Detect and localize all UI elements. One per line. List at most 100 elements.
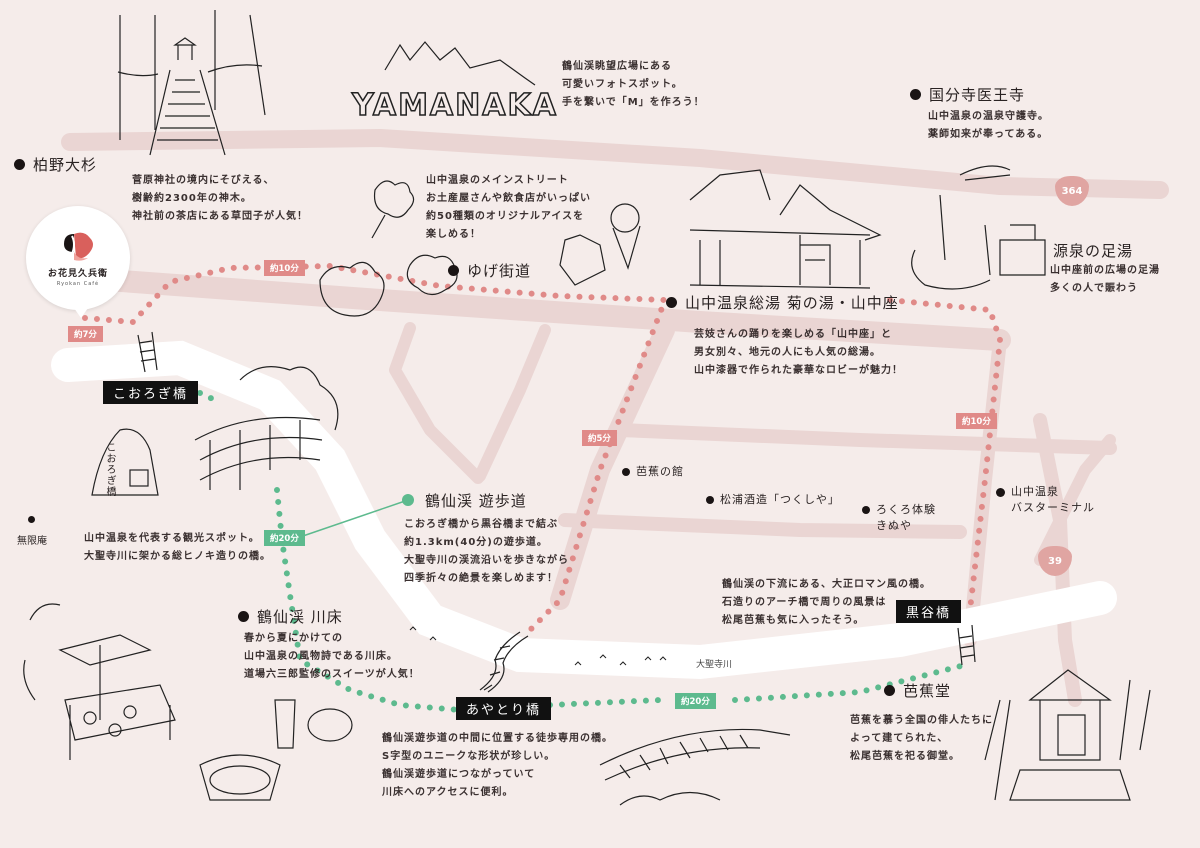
time-label-7min: 約7分 [68, 326, 103, 342]
kurotani-bridge-label[interactable]: 黒谷橋 [896, 600, 962, 623]
bashodo-illustration [984, 669, 1151, 801]
spot-marker [448, 265, 459, 276]
spot-kawadoko[interactable]: 鶴仙渓 川床 [238, 606, 343, 627]
desc-line: お土産屋さんや飲食店がいっぱい [426, 193, 591, 204]
shrine-stairs-illustration [117, 10, 266, 156]
spot-title: 山中温泉総湯 菊の湯・山中座 [685, 294, 899, 312]
green-route-path-upper [197, 390, 218, 403]
logo-name: お花見久兵衛 [47, 268, 108, 279]
route-364-number: 364 [1061, 185, 1083, 197]
illustrations [23, 10, 1151, 806]
korogi-bridge-label[interactable]: こおろぎ橋 [103, 381, 199, 404]
spot-bus-terminal[interactable]: 山中温泉 バスターミナル [996, 484, 1095, 516]
spot-rokuro[interactable]: ろくろ体験 きぬや [862, 502, 936, 534]
desc-line: よって建てられた、 [850, 733, 949, 744]
spot-title: 松浦酒造「つくしや」 [720, 493, 840, 506]
river-birds [409, 626, 667, 666]
kurotani-arch-illustration [599, 728, 791, 806]
ayatori-bridge-illustration [479, 631, 529, 693]
spot-basho-no-yakata[interactable]: 芭蕉の館 [622, 464, 684, 480]
bashodo-desc: 芭蕉を慕う全国の俳人たちに よって建てられた、 松尾芭蕉を祀る御堂。 [850, 712, 993, 766]
desc-line: 楽しめる！ [426, 229, 481, 240]
spot-soyu[interactable]: 山中温泉総湯 菊の湯・山中座 [666, 292, 899, 313]
desc-line: 手を繋いで「M」を作ろう！ [562, 97, 705, 108]
road-bus-branch [1034, 434, 1116, 566]
spot-marker [14, 159, 25, 170]
desc-line: 鶴仙渓遊歩道につながっていて [382, 769, 536, 780]
desc-line: 山中温泉のメインストリート [426, 175, 569, 186]
spot-title: ゆげ街道 [467, 262, 532, 280]
time-label-10min-a: 約10分 [264, 260, 305, 276]
pink-route-path [82, 262, 670, 638]
spot-title: 芭蕉堂 [903, 682, 952, 700]
route-39-number: 39 [1048, 555, 1062, 567]
spot-title-line: バスターミナル [1011, 501, 1095, 514]
ashiyu-illustration [911, 165, 1046, 290]
desc-line: 山中温泉の温泉守護寺。 [928, 111, 1049, 122]
green-route-path-lower [547, 697, 663, 708]
yuhodo-desc: こおろぎ橋から黒谷橋まで結ぶ 約1.3km(40分)の遊歩道。 大聖寺川の渓流沿… [404, 516, 569, 588]
kawadoko-desc: 春から夏にかけての 山中温泉の風物詩である川床。 道場六三郎監修のスイーツが人気… [244, 630, 420, 684]
desc-line: 鶴仙渓遊歩道の中間に位置する徒歩専用の橋。 [382, 733, 613, 744]
route-39-badge: 39 [1038, 546, 1072, 576]
spot-mugenan[interactable]: 無限庵 [17, 536, 47, 547]
desc-line: 石造りのアーチ橋で周りの風景は [722, 597, 887, 608]
spot-title-line: 山中温泉 [1011, 485, 1059, 498]
route-364-badge: 364 [1055, 176, 1089, 206]
spot-title: 鶴仙渓 遊歩道 [425, 492, 527, 510]
yamanaka-sign-desc: 鶴仙渓眺望広場にある 可愛いフォトスポット。 手を繋いで「M」を作ろう！ [562, 58, 705, 112]
spot-marker [706, 496, 714, 504]
desc-line: 松尾芭蕉を祀る御堂。 [850, 751, 960, 762]
desc-line: 鶴仙渓の下流にある、大正ロマン風の橋。 [722, 579, 931, 590]
desc-line: 春から夏にかけての [244, 633, 343, 644]
kashiwano-desc: 菅原神社の境内にそびえる、 樹齢約2300年の神木。 神社前の茶店にある草団子が… [132, 172, 308, 226]
road-upper [61, 129, 1169, 199]
desc-line: 松尾芭蕉も気に入ったそう。 [722, 615, 865, 626]
desc-line: 川床へのアクセスに便利。 [382, 787, 514, 798]
mountain-illustration [384, 41, 536, 86]
plum-blossom-logo-icon [64, 232, 93, 261]
bridge-ladder-icons [137, 331, 976, 666]
soyu-building-illustration [689, 169, 882, 289]
spot-matsuura[interactable]: 松浦酒造「つくしや」 [706, 492, 840, 508]
spot-title: 源泉の足湯 [1053, 242, 1134, 260]
spot-marker [910, 89, 921, 100]
road-branch-left [389, 322, 484, 484]
kokubunji-desc: 山中温泉の温泉守護寺。 薬師如来が奉ってある。 [928, 108, 1049, 144]
road-cross-1 [613, 423, 1117, 455]
ayatori-bridge-label[interactable]: あやとり橋 [456, 697, 552, 720]
spot-marker [884, 685, 895, 696]
desc-line: 男女別々、地元の人にも人気の総湯。 [694, 347, 881, 358]
spot-bashodo[interactable]: 芭蕉堂 [884, 680, 951, 701]
roads [61, 129, 1169, 707]
desc-line: 神社前の茶店にある草団子が人気！ [132, 211, 308, 222]
desc-line: 樹齢約2300年の神木。 [132, 193, 252, 204]
spot-title: 芭蕉の館 [636, 465, 684, 478]
spot-yuhodo[interactable]: 鶴仙渓 遊歩道 [425, 490, 527, 511]
time-label-10min-b: 約10分 [956, 413, 997, 429]
spot-marker [996, 488, 1005, 497]
spot-ashiyu[interactable]: 源泉の足湯 [1053, 240, 1133, 261]
pink-route [82, 262, 1004, 638]
spot-kashiwano[interactable]: 柏野大杉 [14, 154, 97, 175]
yuge-illustrations [319, 180, 641, 317]
soyu-desc: 芸妓さんの踊りを楽しめる「山中座」と 男女別々、地元の人にも人気の総湯。 山中漆… [694, 326, 903, 380]
river-daishoji [51, 340, 1117, 680]
ayatori-desc: 鶴仙渓遊歩道の中間に位置する徒歩専用の橋。 S字型のユニークな形状が珍しい。 鶴… [382, 730, 613, 802]
korogi-stone-illustration [91, 428, 159, 496]
spot-yuge-kaido[interactable]: ゆげ街道 [448, 260, 531, 281]
road-branch-mid [474, 324, 551, 482]
spot-title: 柏野大杉 [33, 156, 98, 174]
yuhodo-leader-line [299, 499, 409, 538]
ashiyu-desc: 山中座前の広場の足湯 多くの人で賑わう [1050, 262, 1160, 298]
spot-kokubunji[interactable]: 国分寺医王寺 [910, 84, 1025, 105]
pink-route-path-east [887, 297, 1004, 613]
time-label-20min-b: 約20分 [675, 693, 716, 709]
desc-line: 菅原神社の境内にそびえる、 [132, 175, 275, 186]
desc-line: 多くの人で賑わう [1050, 283, 1138, 294]
ryokan-logo-bubble[interactable]: お花見久兵衛 Ryokan Café [26, 206, 130, 318]
desc-line: 山中座前の広場の足湯 [1050, 265, 1160, 276]
logo-subtitle: Ryokan Café [56, 280, 100, 287]
spot-marker [238, 611, 249, 622]
